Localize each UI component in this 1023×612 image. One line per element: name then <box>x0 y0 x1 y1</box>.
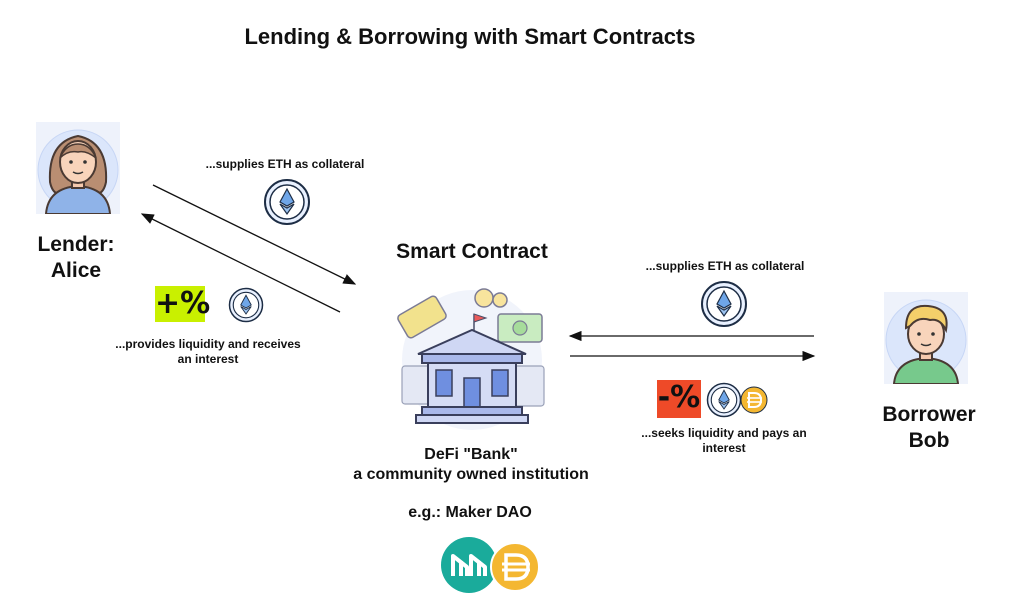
avatar-woman-icon <box>36 122 120 215</box>
ethereum-icon <box>228 287 264 323</box>
maker-dao-logos <box>440 536 544 594</box>
lender-name: Lender: Alice <box>10 232 142 284</box>
borrower-person: Bob <box>908 429 950 452</box>
borrower-avatar <box>880 292 972 385</box>
arrow-lender-to-contract <box>152 184 357 285</box>
left-bottom-caption-line1: ...provides liquidity and receives <box>115 337 301 351</box>
right-bottom-caption: ...seeks liquidity and pays an interest <box>612 426 836 456</box>
bank-building-icon <box>388 278 556 434</box>
left-top-caption: ...supplies ETH as collateral <box>205 157 365 171</box>
ethereum-icon <box>706 382 742 418</box>
right-bottom-caption-line2: interest <box>702 441 746 455</box>
dai-icon <box>490 542 540 592</box>
interest-minus-badge: -% <box>657 380 701 418</box>
left-bottom-caption: ...provides liquidity and receives an in… <box>88 337 328 367</box>
avatar-man-icon <box>884 292 968 385</box>
dai-icon <box>740 386 768 414</box>
lender-person: Alice <box>50 259 102 282</box>
lender-avatar <box>32 122 124 215</box>
smart-contract-title: Smart Contract <box>396 240 548 263</box>
lender-label: Lender: <box>37 233 115 256</box>
arrow-contract-to-lender <box>140 213 341 313</box>
example-label: e.g.: Maker DAO <box>408 504 532 521</box>
left-bottom-caption-line2: an interest <box>177 352 239 366</box>
ethereum-icon <box>700 280 748 328</box>
bank-description-line1: DeFi "Bank" <box>424 446 518 463</box>
bank-description-line2: a community owned institution <box>353 466 589 483</box>
page-title: Lending & Borrowing with Smart Contracts <box>244 24 696 49</box>
right-top-caption: ...supplies ETH as collateral <box>645 259 805 273</box>
borrower-label: Borrower <box>882 403 976 426</box>
borrower-name: Borrower Bob <box>862 402 996 454</box>
ethereum-icon <box>263 178 311 226</box>
right-bottom-caption-line1: ...seeks liquidity and pays an <box>641 426 807 440</box>
bank-description: DeFi "Bank" a community owned institutio… <box>320 445 622 485</box>
interest-plus-badge: +% <box>155 286 211 322</box>
